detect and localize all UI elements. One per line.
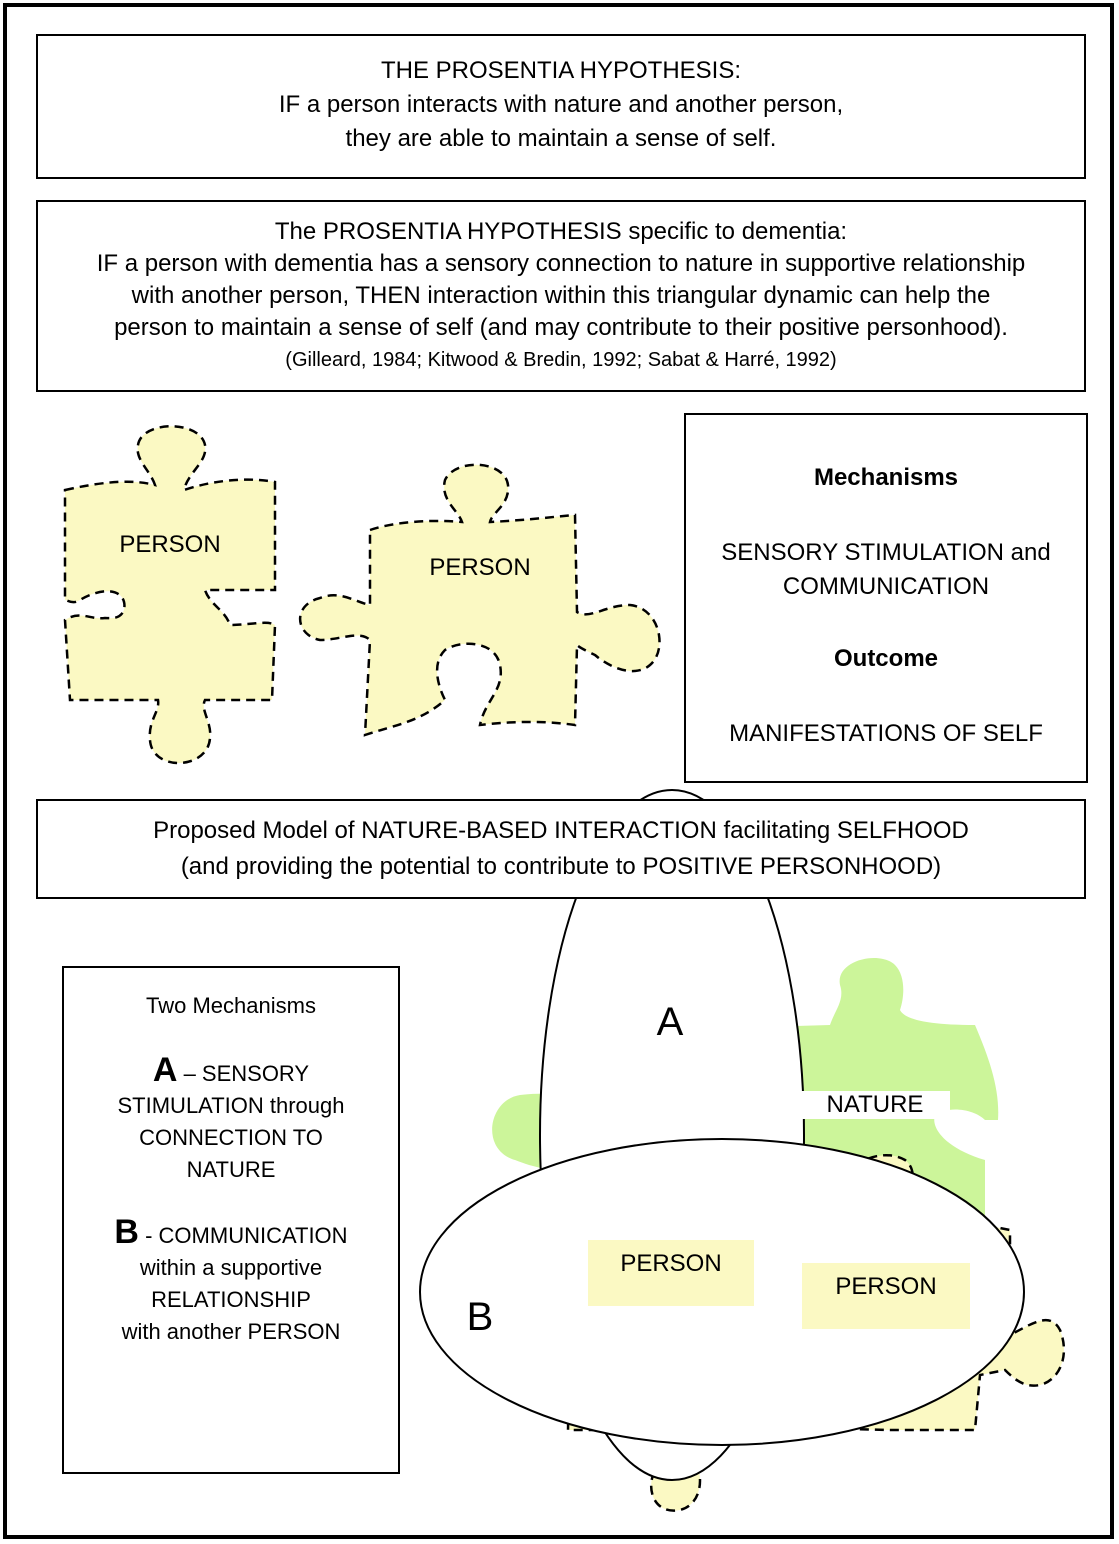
mechanism-b-text: RELATIONSHIP: [151, 1287, 311, 1312]
dementia-hypothesis-line: with another person, THEN interaction wi…: [131, 282, 991, 309]
mechanism-a-text: NATURE: [186, 1157, 276, 1182]
mechanism-a-text: STIMULATION through: [117, 1093, 345, 1118]
hypothesis-title: THE PROSENTIA HYPOTHESIS:: [380, 57, 742, 84]
mechanisms-line: COMMUNICATION: [782, 573, 990, 600]
mechanism-b-line: B - COMMUNICATION: [64, 1213, 398, 1252]
person-box-1: PERSON: [588, 1240, 754, 1306]
mechanism-a-letter: A: [152, 1051, 178, 1089]
hypothesis-line: they are able to maintain a sense of sel…: [345, 125, 777, 152]
prosentia-hypothesis-box: THE PROSENTIA HYPOTHESIS: IF a person in…: [36, 34, 1086, 179]
mechanisms-heading: Mechanisms: [813, 464, 959, 491]
puzzle-right-label: PERSON: [429, 554, 531, 581]
page-frame: [3, 3, 1114, 1539]
mechanisms-line: SENSORY STIMULATION and: [721, 539, 1051, 566]
ellipse-b-label: B: [466, 1295, 494, 1339]
two-mechanisms-title: Two Mechanisms: [146, 993, 316, 1018]
citation: (Gilleard, 1984; Kitwood & Bredin, 1992;…: [285, 349, 837, 371]
nature-label: NATURE: [800, 1091, 950, 1119]
two-mechanisms-box: Two Mechanisms A – SENSORY STIMULATION t…: [62, 966, 400, 1474]
mechanism-a-text: CONNECTION TO: [139, 1125, 323, 1150]
outcome-text: MANIFESTATIONS OF SELF: [729, 720, 1043, 747]
outcome-heading: Outcome: [833, 645, 938, 672]
puzzle-left-label: PERSON: [119, 531, 221, 558]
proposed-model-box: Proposed Model of NATURE-BASED INTERACTI…: [36, 799, 1086, 899]
mechanism-b-text: with another PERSON: [121, 1319, 341, 1344]
hypothesis-line: IF a person interacts with nature and an…: [278, 91, 844, 118]
mechanisms-box: Mechanisms SENSORY STIMULATION and COMMU…: [684, 413, 1088, 783]
model-title: Proposed Model of NATURE-BASED INTERACTI…: [153, 817, 969, 844]
dementia-hypothesis-line: IF a person with dementia has a sensory …: [96, 250, 1026, 277]
puzzle-piece-left: [63, 425, 277, 765]
mechanism-a-line: A – SENSORY: [64, 1051, 398, 1090]
dementia-hypothesis-line: person to maintain a sense of self (and …: [114, 314, 1008, 341]
mechanism-b-text: within a supportive: [139, 1255, 323, 1280]
dementia-hypothesis-title: The PROSENTIA HYPOTHESIS specific to dem…: [274, 218, 848, 245]
ellipse-a-label: A: [656, 1000, 684, 1044]
dementia-hypothesis-box: The PROSENTIA HYPOTHESIS specific to dem…: [36, 200, 1086, 392]
person-box-2: PERSON: [802, 1263, 970, 1329]
mechanism-a-text: – SENSORY: [177, 1061, 310, 1086]
puzzle-piece-right: [298, 463, 661, 737]
mechanism-b-letter: B: [114, 1213, 139, 1251]
model-subtitle: (and providing the potential to contribu…: [180, 853, 942, 880]
mechanism-b-text: - COMMUNICATION: [138, 1223, 348, 1248]
